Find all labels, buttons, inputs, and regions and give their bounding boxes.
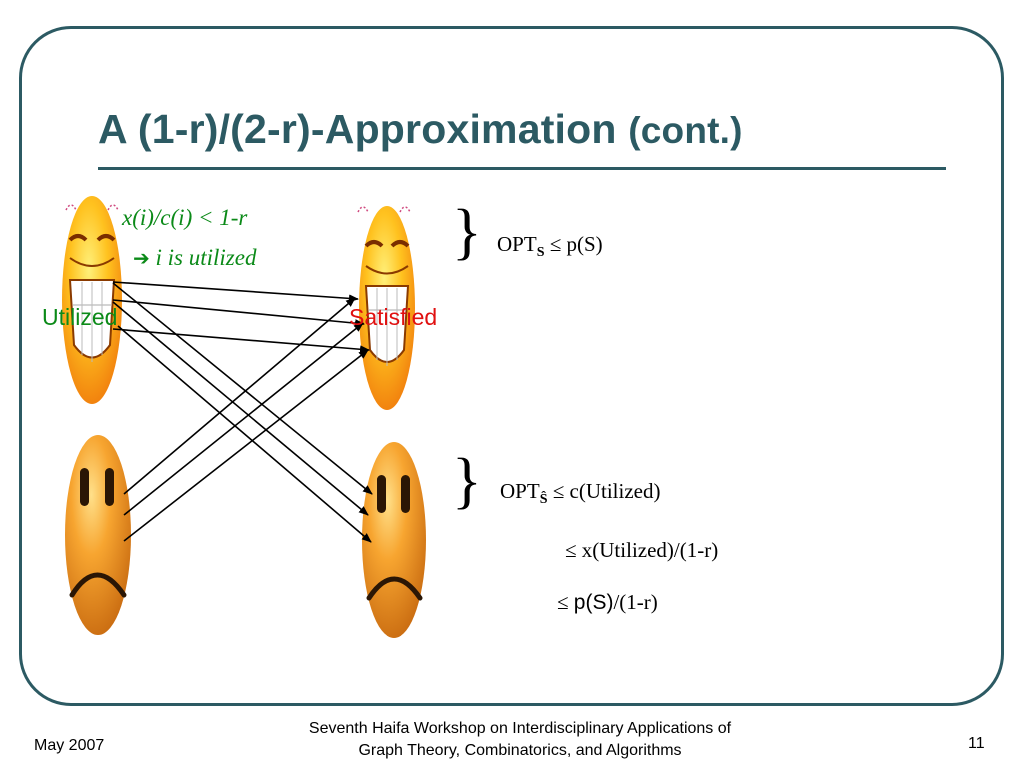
arrow-u1-s1 [112,281,359,303]
opt-s-subscript: S [536,245,545,260]
happy-face-satisfied-icon [357,206,415,410]
brace-bottom: } [452,447,482,515]
opt-s-label: OPT [497,232,537,256]
slide-frame [19,26,1004,706]
opt-shat-subscript: Ŝ [539,492,548,507]
opt-s-inequality: OPTS ≤ p(S) [497,232,603,261]
sad-face-left-icon [65,435,131,635]
title-underline [98,167,946,170]
arrow-u1-d1 [112,282,373,495]
utilized-implication: ➔ i is utilized [133,245,256,271]
opt-shat-inequality: OPTŜ ≤ c(Utilized) [500,479,660,508]
arrow-d3-s3 [123,349,369,542]
opt-shat-label: OPT [500,479,540,503]
slide-number: 11 [968,735,985,752]
footer-conference: Seventh Haifa Workshop on Interdisciplin… [230,718,810,762]
brace-top: } [452,198,482,266]
title-main: A (1-r)/(2-r)-Approximation [98,106,617,152]
opt-s-bound: ≤ p(S) [544,232,603,256]
arrow-u2-d2 [112,301,369,516]
arrow-d2-s2 [123,322,364,516]
label-utilized: Utilized [42,304,118,330]
footer-line-1: Seventh Haifa Workshop on Interdisciplin… [308,720,732,737]
bound-line-3: ≤ p(S)/(1-r) [557,590,658,615]
footer-line-2: Graph Theory, Combinatorics, and Algorit… [358,742,682,759]
bound-line-3-le: ≤ [557,590,574,614]
bound-line-3-rest: /(1-r) [613,590,658,614]
utilization-condition: x(i)/c(i) < 1-r [122,205,248,230]
implies-arrow-icon: ➔ [133,246,150,270]
footer-date: May 2007 [34,737,105,754]
bound-line-2: ≤ x(Utilized)/(1-r) [565,538,719,562]
implication-text: i is utilized [155,245,257,270]
arrow-d1-s1 [123,297,356,495]
arrow-u3-d3 [117,325,372,543]
arrow-u2-s2 [112,299,365,328]
label-satisfied: Satisfied [349,304,438,330]
happy-face-utilized-icon [62,196,122,404]
sad-face-right-icon [362,442,426,638]
arrow-u3-s3 [112,328,370,354]
bound-line-3-ps: p(S) [573,591,614,614]
slide-title: A (1-r)/(2-r)-Approximation (cont.) [98,106,743,153]
arrows [112,281,373,543]
opt-shat-bound: ≤ c(Utilized) [547,479,661,503]
title-suffix: (cont.) [628,110,743,151]
